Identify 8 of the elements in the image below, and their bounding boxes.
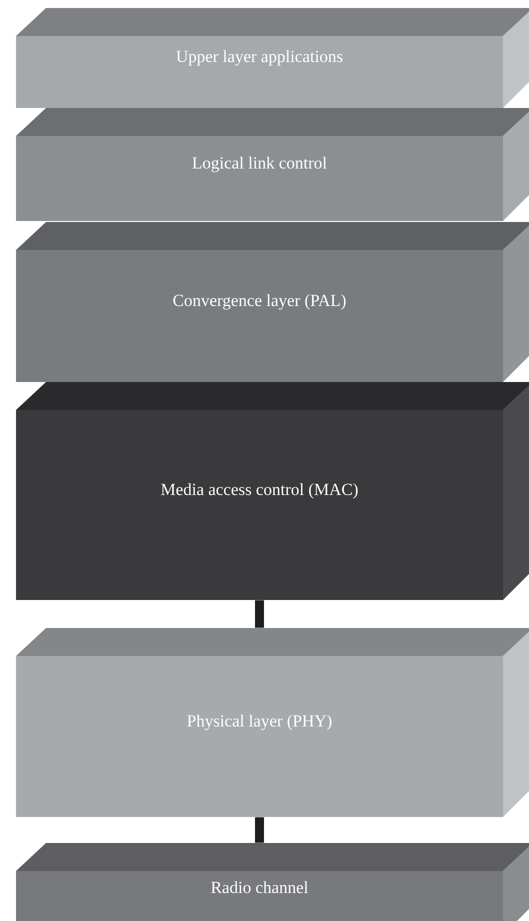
layer-block: Physical layer (PHY) [16,628,529,817]
layer-block: Media access control (MAC) [16,382,529,600]
layer-block: Upper layer applications [16,8,529,108]
connector-bar [255,600,264,628]
connector-bar [255,817,264,843]
layer-block: Logical link control [16,108,529,221]
layer-block: Radio channel [16,843,529,921]
layer-block: Convergence layer (PAL) [16,222,529,382]
